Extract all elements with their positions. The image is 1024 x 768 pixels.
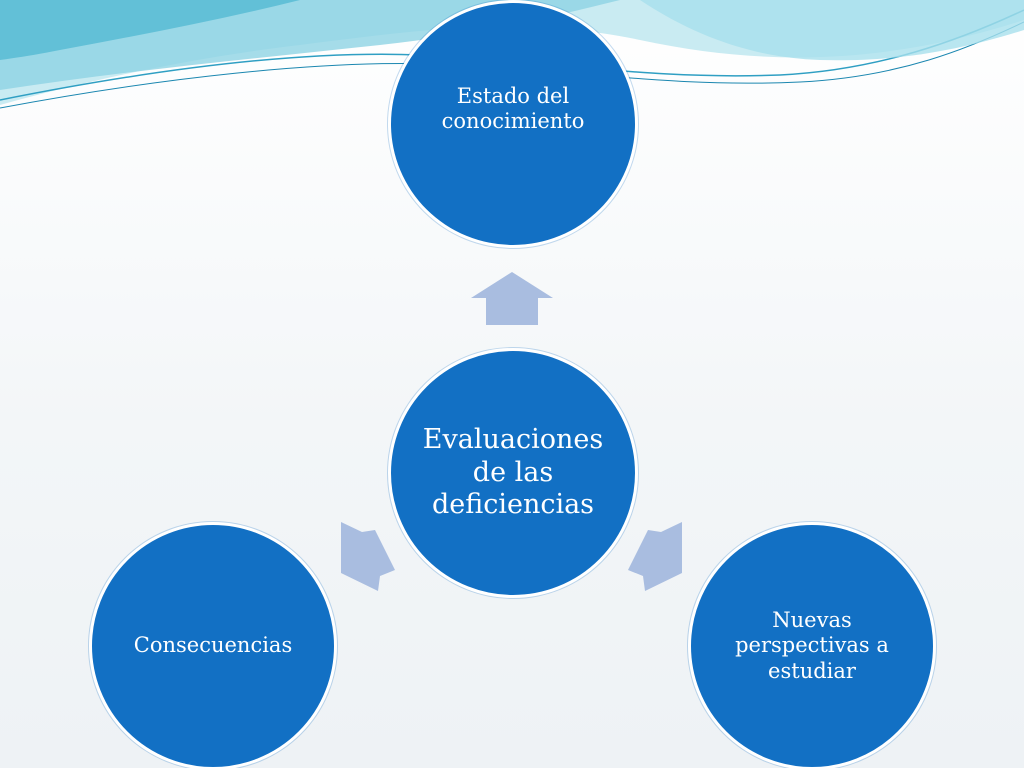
node-estado-del-conocimiento: Estado del conocimiento [388,0,638,248]
node-label-top: Estado del conocimiento [441,83,585,133]
node-label-center: Evaluaciones de las deficiencias [422,424,604,521]
node-evaluaciones-de-las-deficiencias: Evaluaciones de las deficiencias [388,348,638,598]
wave-band-right [640,0,1024,61]
node-label-left: Consecuencias [133,633,293,658]
decorative-wave-banner [0,0,1024,109]
node-label-right: Nuevas perspectivas a estudiar [735,608,889,683]
arrow-down-left-icon [341,522,395,591]
arrow-down-right-icon [628,522,682,591]
wave-band-teal [0,0,300,60]
node-consecuencias: Consecuencias [89,522,337,768]
node-nuevas-perspectivas: Nuevas perspectivas a estudiar [688,522,936,768]
arrow-up-icon [471,272,553,325]
